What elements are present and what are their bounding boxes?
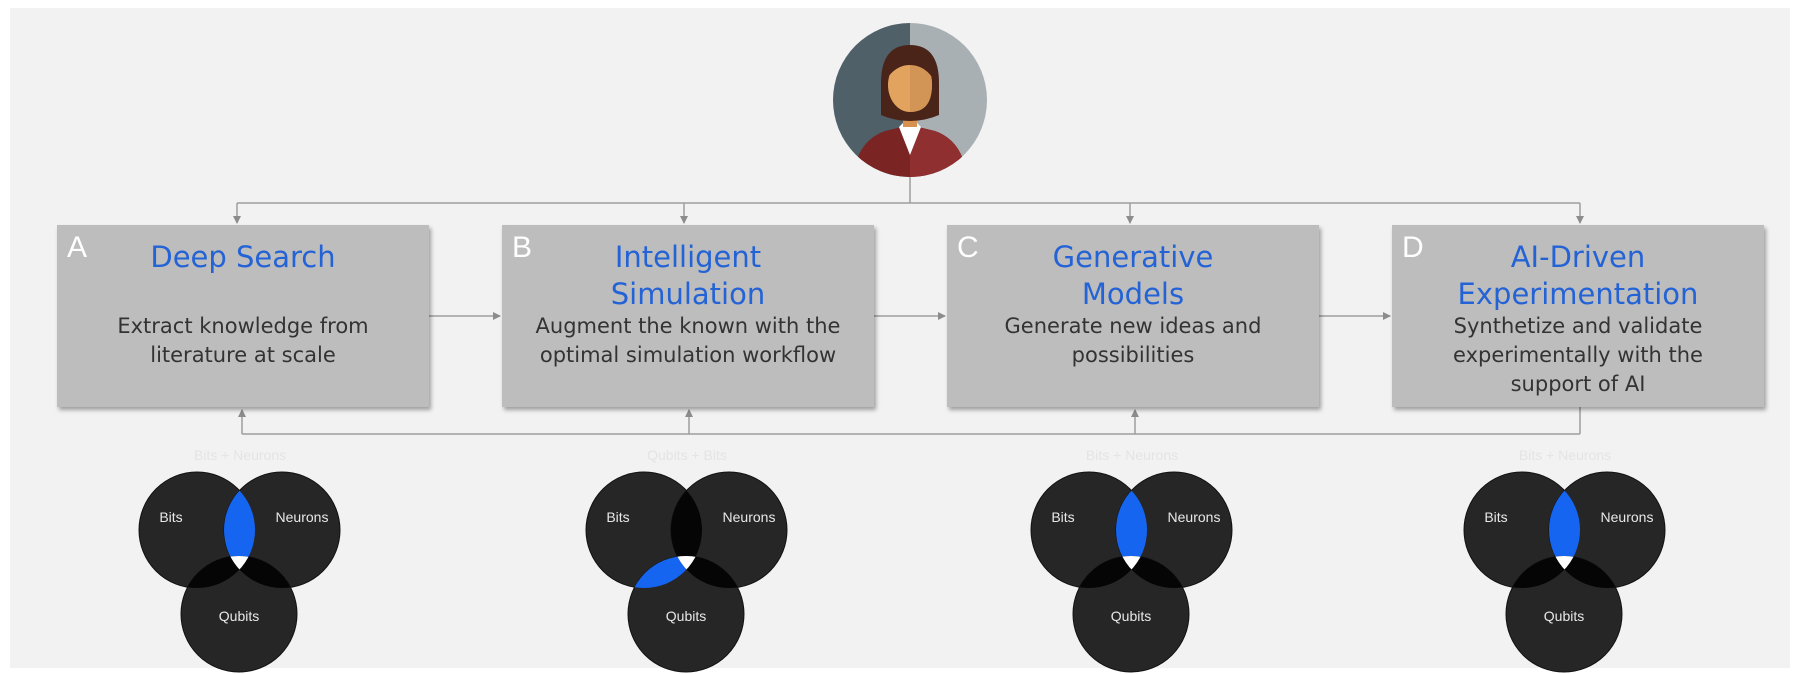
step-title: Intelligent Simulation	[532, 239, 844, 313]
venn-label-neurons: Neurons	[723, 509, 776, 525]
venn-caption: Qubits + Bits	[647, 447, 727, 463]
venn-label-bits: Bits	[1051, 509, 1074, 525]
step-description-line: literature at scale	[150, 343, 336, 367]
venn-label-qubits: Qubits	[666, 608, 706, 624]
venn-caption: Bits + Neurons	[1518, 447, 1612, 463]
step-title-line: AI-Driven	[1510, 240, 1646, 274]
venn-overlap-neurons-qubits	[671, 556, 744, 588]
step-letter: C	[957, 231, 979, 264]
step-description-line: possibilities	[1071, 343, 1195, 367]
step-description: Generate new ideas and possibilities	[957, 312, 1309, 370]
step-description: Extract knowledge from literature at sca…	[67, 312, 419, 370]
venn-overlap-neurons-qubits	[1116, 556, 1189, 588]
step-title-line: Deep Search	[150, 240, 336, 274]
step-title-line: Intelligent	[614, 240, 762, 274]
step-title: Generative Models	[977, 239, 1289, 313]
step-letter: B	[512, 231, 533, 264]
venn-overlap-bits-qubits	[181, 556, 255, 588]
step-description-line: Generate new ideas and	[1004, 314, 1262, 338]
venn-label-bits: Bits	[1484, 509, 1507, 525]
step-title: Deep Search	[87, 239, 399, 276]
venn-overlap-neurons-qubits	[224, 556, 297, 588]
step-box-deep-search: A Deep Search Extract knowledge from lit…	[57, 225, 429, 407]
step-box-ai-driven-experimentation: D AI-Driven Experimentation Synthetize a…	[1392, 225, 1764, 407]
scientist-avatar-icon	[833, 23, 987, 177]
venn-overlap-bits-qubits	[1073, 556, 1147, 588]
step-description-line: Augment the known with the	[535, 314, 841, 338]
step-description: Augment the known with the optimal simul…	[512, 312, 864, 370]
step-title-line: Experimentation	[1457, 277, 1699, 311]
step-box-intelligent-simulation: B Intelligent Simulation Augment the kno…	[502, 225, 874, 407]
venn-label-qubits: Qubits	[219, 608, 259, 624]
step-title-line: Generative	[1052, 240, 1214, 274]
venn-label-neurons: Neurons	[276, 509, 329, 525]
step-description-line: experimentally with the	[1453, 343, 1703, 367]
step-box-generative-models: C Generative Models Generate new ideas a…	[947, 225, 1319, 407]
step-description-line: Synthetize and validate	[1453, 314, 1703, 338]
venn-caption: Bits + Neurons	[1085, 447, 1179, 463]
step-title-line: Simulation	[610, 277, 766, 311]
venn-label-qubits: Qubits	[1111, 608, 1151, 624]
venn-overlap-bits-qubits	[1506, 556, 1580, 588]
step-letter: A	[67, 231, 88, 264]
venn-label-neurons: Neurons	[1168, 509, 1221, 525]
step-description-line: support of AI	[1510, 372, 1646, 396]
venn-label-qubits: Qubits	[1544, 608, 1584, 624]
step-letter: D	[1402, 231, 1424, 264]
venn-label-bits: Bits	[606, 509, 629, 525]
venn-label-bits: Bits	[159, 509, 182, 525]
venn-label-neurons: Neurons	[1601, 509, 1654, 525]
step-title-line: Models	[1081, 277, 1185, 311]
step-description-line: optimal simulation workflow	[539, 343, 837, 367]
venn-caption: Bits + Neurons	[193, 447, 287, 463]
venn-overlap-bits-qubits	[628, 556, 702, 588]
venn-overlap-neurons-qubits	[1549, 556, 1622, 588]
step-title: AI-Driven Experimentation	[1422, 239, 1734, 313]
step-description: Synthetize and validate experimentally w…	[1402, 312, 1754, 399]
step-description-line: Extract knowledge from	[117, 314, 369, 338]
